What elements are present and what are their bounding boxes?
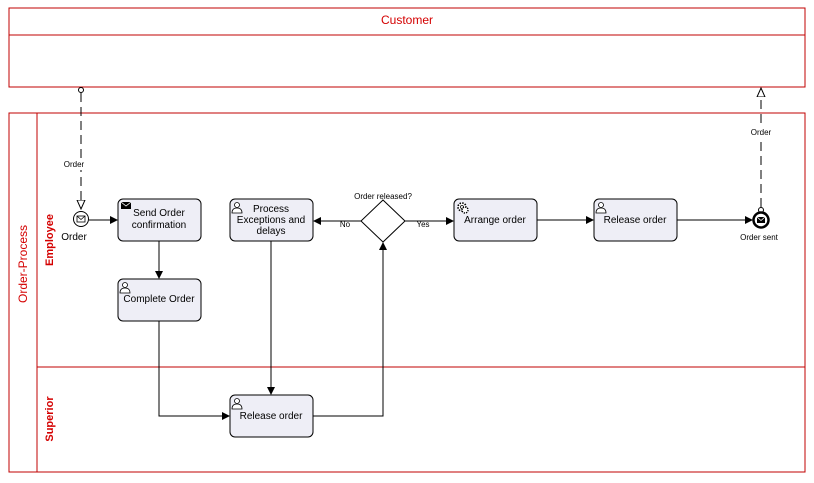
gateway-order-released[interactable]: [360, 199, 406, 243]
task-label-line2: Exceptions and: [237, 215, 305, 226]
task-label: Release order: [604, 215, 667, 226]
task-arrange-order[interactable]: Arrange order: [453, 198, 538, 242]
user-icon: [119, 282, 131, 294]
lane-superior-label: Superior: [44, 396, 56, 442]
message-flow-incoming-label: Order: [64, 160, 85, 169]
envelope-icon: [76, 215, 86, 223]
gateway-label: Order released?: [354, 192, 412, 201]
flow-release-to-gateway: [313, 242, 387, 417]
end-event[interactable]: [752, 211, 770, 229]
order-process-pool: Order-Process Employee Superior: [8, 112, 806, 473]
gear-icon: [457, 202, 469, 214]
customer-pool: Customer: [8, 7, 806, 88]
task-label-line2: confirmation: [132, 220, 186, 231]
envelope-icon: [756, 216, 766, 223]
user-icon: [231, 398, 243, 410]
task-label-line3: delays: [257, 226, 286, 237]
flow-complete-to-release: [158, 321, 230, 420]
sequence-flows: [89, 216, 753, 420]
task-release-order-superior[interactable]: Release order: [229, 394, 314, 438]
task-label: Release order: [240, 411, 303, 422]
task-complete-order[interactable]: Complete Order: [117, 278, 202, 322]
message-flow-outgoing: Order: [748, 88, 774, 213]
task-label: Arrange order: [464, 215, 526, 226]
task-send-order-confirmation[interactable]: Send Order confirmation: [117, 198, 202, 242]
customer-pool-label: Customer: [381, 13, 433, 27]
end-event-label: Order sent: [740, 233, 779, 242]
task-label: Complete Order: [123, 294, 195, 305]
gateway-yes-label: Yes: [416, 220, 429, 229]
start-event-label: Order: [61, 232, 87, 243]
task-label-line1: Process: [253, 204, 289, 215]
gateway-no-label: No: [340, 220, 351, 229]
lane-employee-label: Employee: [44, 214, 56, 266]
message-flow-incoming: Order: [62, 87, 86, 210]
task-label-line1: Send Order: [133, 208, 185, 219]
task-process-exceptions[interactable]: Process Exceptions and delays: [229, 198, 314, 242]
message-flow-outgoing-label: Order: [751, 128, 772, 137]
envelope-icon: [120, 201, 132, 209]
order-process-pool-label: Order-Process: [16, 225, 30, 303]
user-icon: [595, 202, 607, 214]
start-event[interactable]: [73, 211, 89, 227]
user-icon: [231, 202, 243, 214]
task-release-order-employee[interactable]: Release order: [593, 198, 678, 242]
